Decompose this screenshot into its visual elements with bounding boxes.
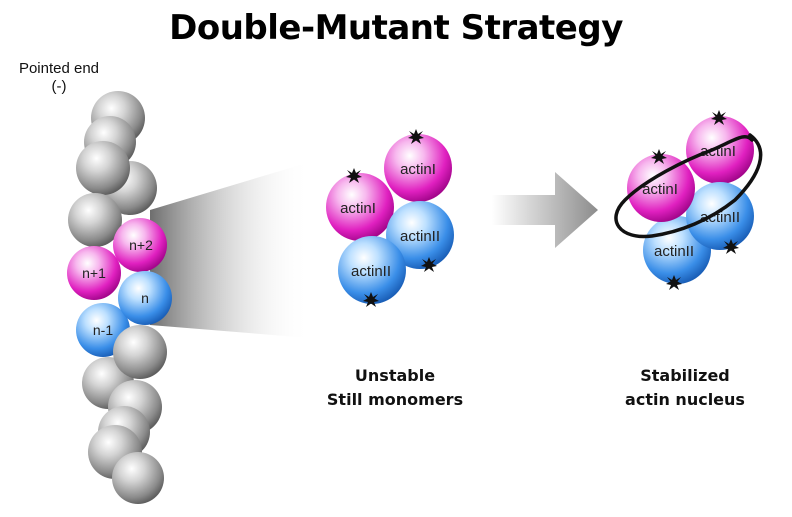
pointed-end-text: Pointed end xyxy=(18,60,100,77)
unstable-caption-line2: Still monomers xyxy=(326,390,464,409)
stabilized-nucleus-group: actinI actinI actinII actinII xyxy=(614,110,763,290)
subunit-n xyxy=(118,271,172,325)
subunit-n-plus-1-label: n+1 xyxy=(82,265,106,281)
monomer-label: actinI xyxy=(700,143,736,160)
nucleus-outline xyxy=(614,133,763,239)
actin-monomer xyxy=(338,236,406,304)
actin-monomer xyxy=(627,154,695,222)
monomer-label: actinI xyxy=(340,200,376,217)
subunit-n-minus-1-label: n-1 xyxy=(93,322,113,338)
actin-monomer xyxy=(326,173,394,241)
monomer-label: actinII xyxy=(700,209,740,226)
subunit-n-label: n xyxy=(141,290,149,306)
subunit-n-plus-2 xyxy=(113,218,167,272)
actin-monomer xyxy=(386,201,454,269)
transition-arrow xyxy=(492,172,598,248)
filament-subunit xyxy=(112,452,164,504)
monomer-label: actinII xyxy=(654,243,694,260)
monomer-label: actinI xyxy=(400,161,436,178)
filament-subunit xyxy=(76,141,130,195)
monomer-label: actinI xyxy=(642,181,678,198)
filament-subunit xyxy=(68,193,122,247)
stabilized-caption-line2: actin nucleus xyxy=(625,390,745,409)
pointed-end-sign: (-) xyxy=(51,78,67,95)
stabilized-caption: Stabilized actin nucleus xyxy=(590,364,780,412)
zoom-projection xyxy=(150,162,310,338)
unstable-caption-line1: Unstable xyxy=(354,366,436,385)
actin-filament: n+2 n+1 n-1 n xyxy=(67,91,172,504)
pointed-end-label: Pointed end (-) xyxy=(4,60,114,96)
unstable-caption: Unstable Still monomers xyxy=(300,364,490,412)
subunit-n-plus-1 xyxy=(67,246,121,300)
monomer-label: actinII xyxy=(400,228,440,245)
filament-subunit xyxy=(113,325,167,379)
monomer-label: actinII xyxy=(351,263,391,280)
unstable-monomer-group: actinI actinI actinII actinII xyxy=(326,129,454,307)
actin-monomer xyxy=(384,134,452,202)
stabilized-caption-line1: Stabilized xyxy=(640,366,730,385)
actin-monomer xyxy=(686,116,754,184)
page-title: Double-Mutant Strategy xyxy=(169,8,623,48)
subunit-n-plus-2-label: n+2 xyxy=(129,237,153,253)
